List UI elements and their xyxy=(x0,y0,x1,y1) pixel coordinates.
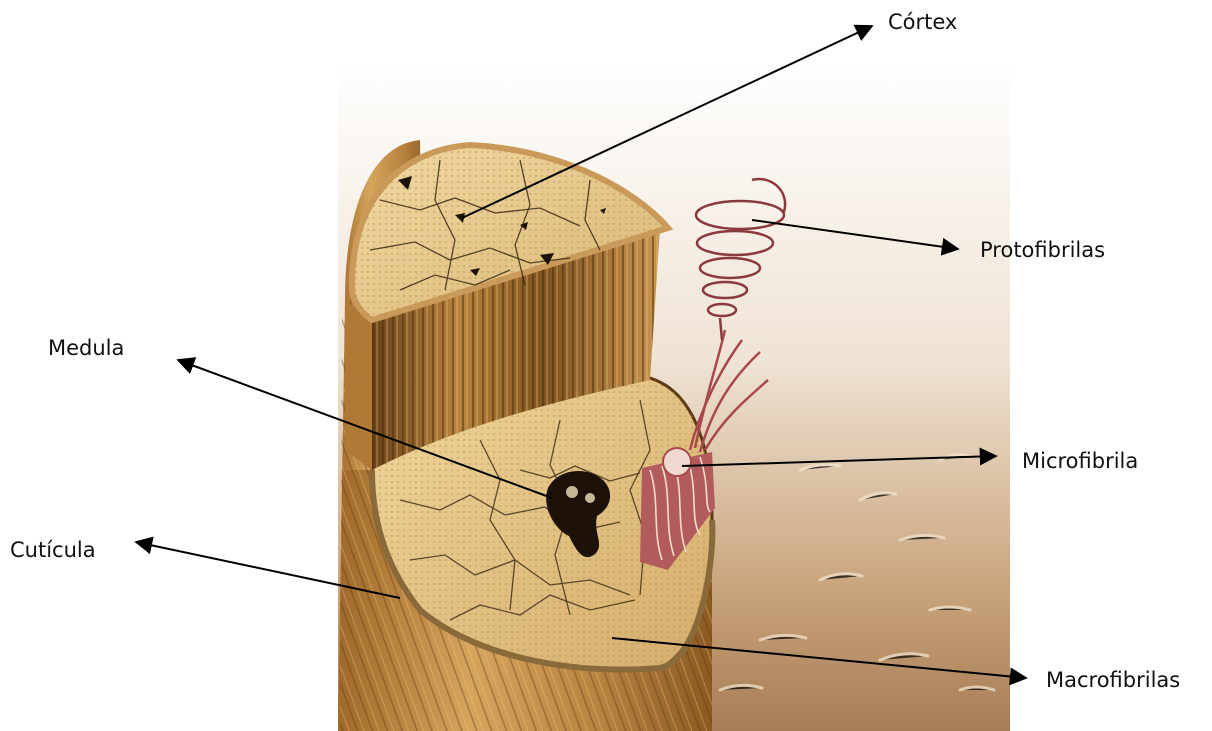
label-microfibrila: Microfibrila xyxy=(1022,451,1138,472)
label-protofibrilas: Protofibrilas xyxy=(980,240,1105,261)
label-medula: Medula xyxy=(48,338,124,359)
label-macrofibrilas: Macrofibrilas xyxy=(1046,670,1180,691)
medulla-cell xyxy=(584,492,596,504)
upper-block-side xyxy=(345,300,372,470)
medulla-cell xyxy=(565,485,579,499)
label-cortex: Córtex xyxy=(888,12,957,33)
label-cuticula: Cutícula xyxy=(10,540,96,561)
